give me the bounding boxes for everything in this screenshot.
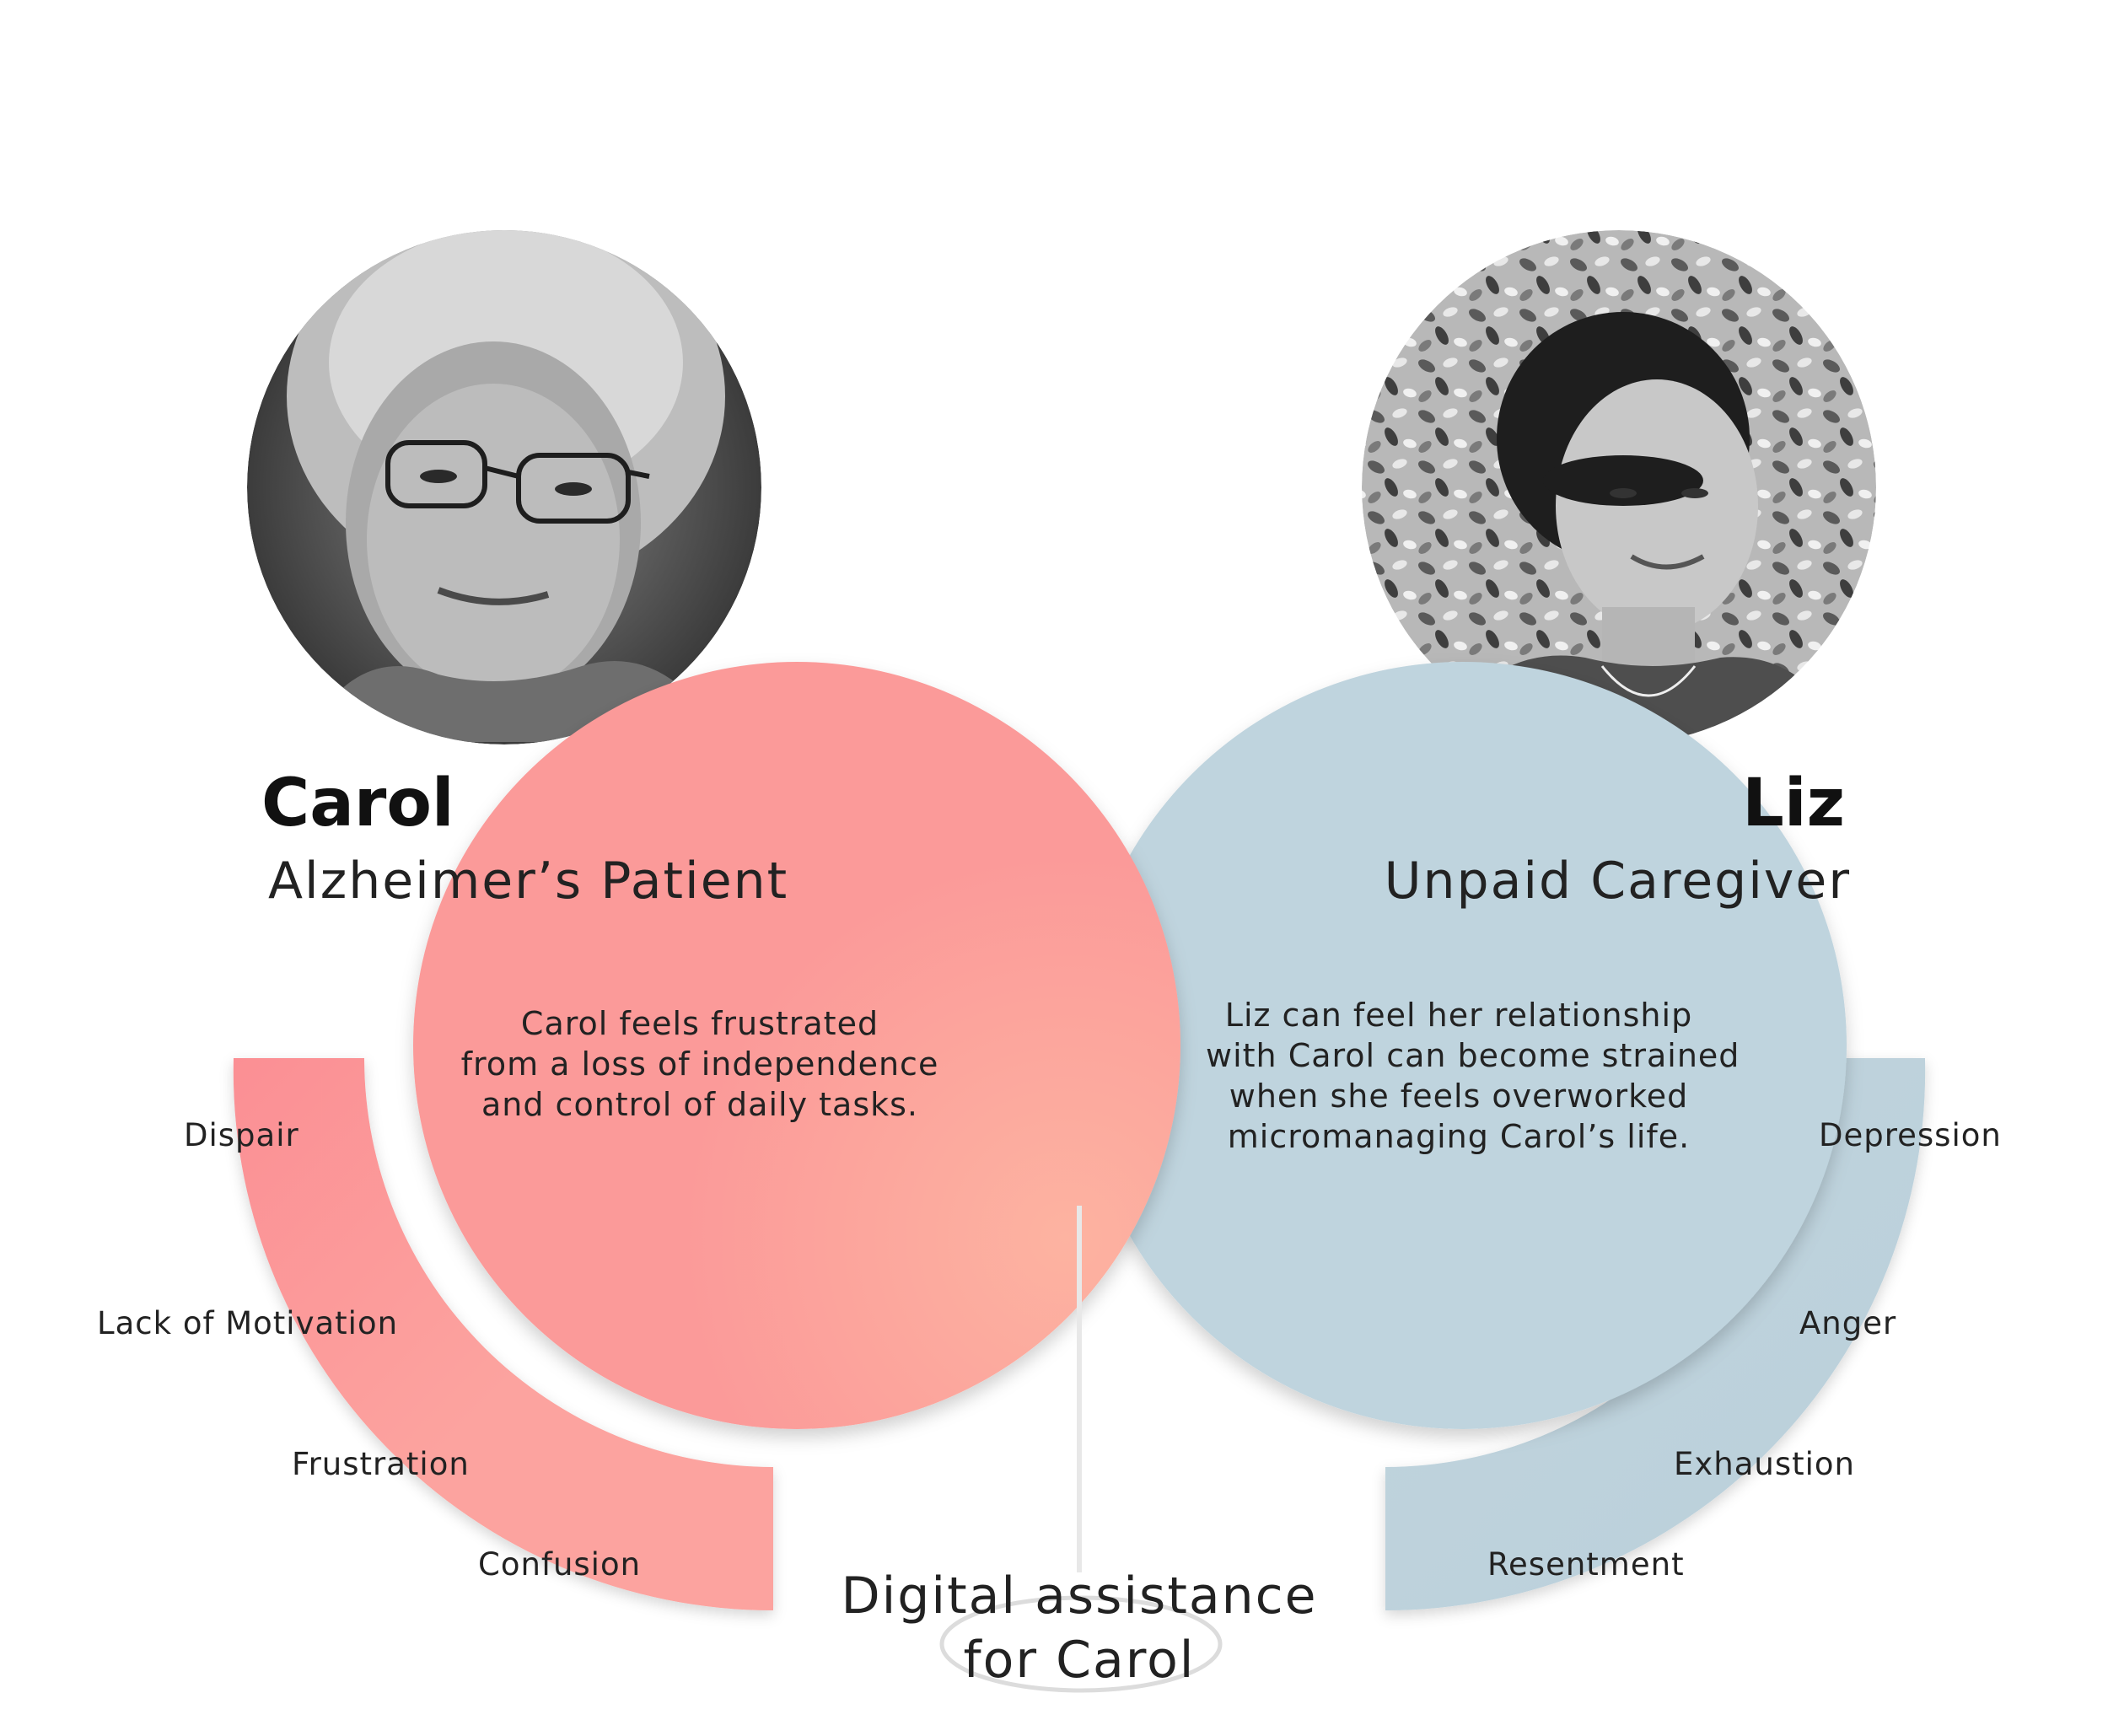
carol-photo bbox=[247, 230, 761, 744]
caregiver-role: Unpaid Caregiver bbox=[1384, 852, 1851, 911]
caregiver-description-line: with Carol can become strained bbox=[1206, 1037, 1740, 1074]
caregiver-description-line: micromanaging Carol’s life. bbox=[1227, 1118, 1691, 1155]
patient-emotion-label: Confusion bbox=[478, 1546, 642, 1583]
patient-role: Alzheimer’s Patient bbox=[268, 852, 789, 911]
patient-emotion-label: Dispair bbox=[184, 1117, 299, 1153]
caregiver-emotion-label: Anger bbox=[1799, 1305, 1897, 1341]
patient-description-line: from a loss of independence bbox=[460, 1045, 939, 1083]
caregiver-circle bbox=[1079, 662, 1847, 1429]
caregiver-emotion-label: Depression bbox=[1819, 1117, 2002, 1153]
patient-description-line: Carol feels frustrated bbox=[520, 1005, 879, 1042]
intersection-label-oval bbox=[939, 1595, 1223, 1693]
intersection-label-line: for Carol bbox=[963, 1631, 1196, 1690]
caregiver-emotion-label: Exhaustion bbox=[1674, 1446, 1855, 1482]
intersection-label-line: Digital assistance bbox=[841, 1567, 1318, 1626]
patient-circle bbox=[413, 662, 1180, 1429]
caregiver-name: Liz bbox=[1742, 766, 1845, 841]
patient-description: Carol feels frustrated from a loss of in… bbox=[447, 1003, 953, 1125]
patient-description-line: and control of daily tasks. bbox=[481, 1086, 919, 1123]
caregiver-description: Liz can feel her relationship with Carol… bbox=[1206, 995, 1740, 1157]
intersection-label: Digital assistance for Carol bbox=[826, 1564, 1332, 1692]
caregiver-description-line: when she feels overworked bbox=[1229, 1078, 1689, 1115]
patient-emotion-arc bbox=[233, 1058, 773, 1610]
patient-name: Carol bbox=[261, 766, 454, 841]
caregiver-emotion-label: Resentment bbox=[1487, 1546, 1685, 1583]
caregiver-description-line: Liz can feel her relationship bbox=[1224, 997, 1693, 1034]
patient-emotion-label: Frustration bbox=[292, 1446, 470, 1482]
patient-emotion-label: Lack of Motivation bbox=[97, 1305, 399, 1341]
